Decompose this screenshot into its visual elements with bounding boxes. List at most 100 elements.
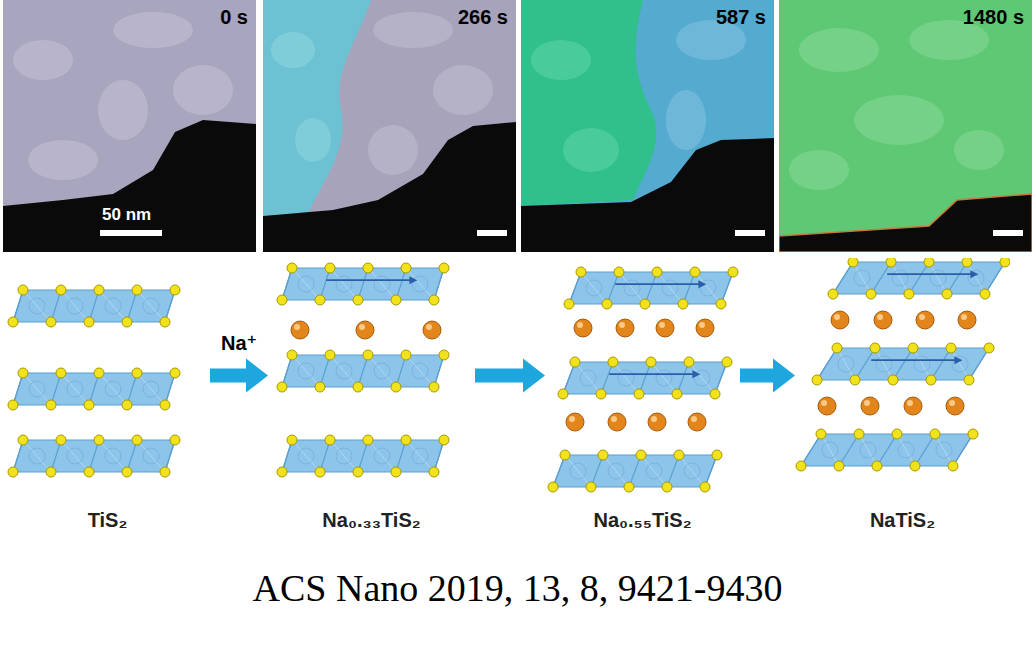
sulfur-atom [570,357,580,367]
phase-label: Na₀.₃₃TiS₂ [322,509,420,531]
sulfur-atom [277,382,287,392]
sodium-ion [864,400,870,406]
time-label-holder: 266 s [458,6,508,29]
illustration-part [99,440,127,472]
illustration-part [143,298,159,314]
sulfur-atom [160,400,170,410]
illustration-part [368,355,396,387]
illustration-part [298,276,314,292]
tis2-layer [553,455,717,487]
illustration-part [292,355,320,387]
illustration-part [929,262,947,294]
arrow-label-holder: Na⁺ [221,331,257,355]
illustration-part [29,298,45,314]
illustration-part [330,355,358,387]
sulfur-atom [429,382,439,392]
sulfur-atom [325,350,335,360]
sulfur-atom [56,368,66,378]
phase-label: NaTiS₂ [870,509,935,531]
shear-arrow [692,370,700,378]
time-label-holder: 587 s [716,6,766,29]
illustration-part [875,348,893,380]
structure-panel: Na₀.₃₃TiS₂ [268,258,475,538]
illustration-part [29,448,45,464]
sulfur-atom [46,317,56,327]
illustration-part [838,356,854,372]
tis2-layer [282,268,444,300]
illustration-part [406,440,434,472]
illustration-part [679,455,705,487]
shear-arrow [970,270,978,278]
scale-bar [993,230,1023,236]
sulfur-atom [728,267,738,277]
tem-panel: 0 s50 nm [3,0,256,252]
sulfur-atom [84,400,94,410]
tis2-layer [569,272,733,304]
illustration-part [914,356,930,372]
sulfur-atom [439,263,449,273]
sodium-ion [294,324,300,330]
sulfur-atom [122,400,132,410]
sulfur-atom [834,461,844,471]
illustration-part [641,455,667,487]
illustration-part [817,348,837,380]
tem-image [521,0,774,252]
sodium-ion [949,400,955,406]
sulfur-atom [548,482,558,492]
illustration-part [985,262,1005,294]
sodium-ion [961,314,967,320]
sodium-ion [356,321,374,339]
sodium-ion [608,413,626,431]
shear-arrow [326,279,411,281]
sulfur-atom [558,389,568,399]
sulfur-atom [122,467,132,477]
sodium-ion [958,311,976,329]
sodium-ion [877,314,883,320]
sodium-ion [569,416,575,422]
illustration-part [947,262,967,294]
sodium-ion [699,322,705,328]
illustration-part [915,434,935,466]
illustration-part [137,373,165,405]
sulfur-atom [401,350,411,360]
illustration-part [412,448,428,464]
illustration-part [891,262,909,294]
scale-bar [477,230,507,236]
illustration-part [330,268,358,300]
tem-panel: 1480 s [779,0,1032,252]
reaction-arrow [475,359,545,393]
sulfur-atom [363,350,373,360]
sulfur-atom [712,450,722,460]
sulfur-atom [948,461,958,471]
sodium-ion [426,324,432,330]
sulfur-atom [94,435,104,445]
sulfur-atom [56,435,66,445]
sulfur-atom [710,389,720,399]
illustration-part [373,12,453,48]
illustration-part [913,348,931,380]
illustration-part [952,356,968,372]
sodium-ion [831,311,849,329]
time-label: 1480 s [963,6,1024,28]
illustration-part [859,434,877,466]
illustration-part [570,463,586,479]
illustration-part [931,348,951,380]
sulfur-atom [980,289,990,299]
vacuum-region [779,194,1032,252]
illustration-part [105,381,121,397]
illustration-part [137,290,165,322]
sulfur-atom [363,263,373,273]
tis2-layer [801,434,973,466]
illustration-part [98,80,148,140]
sulfur-atom [325,435,335,445]
illustration-part [618,370,634,386]
illustration-part [893,348,913,380]
illustration-part [336,276,352,292]
sulfur-atom [401,263,411,273]
phase-label: TiS₂ [88,509,128,531]
sulfur-atom [870,343,880,353]
structure-panel: Na₀.₅₅TiS₂ [545,258,740,538]
sodium-ion [423,321,441,339]
sulfur-atom [930,429,940,439]
sulfur-atom [46,400,56,410]
